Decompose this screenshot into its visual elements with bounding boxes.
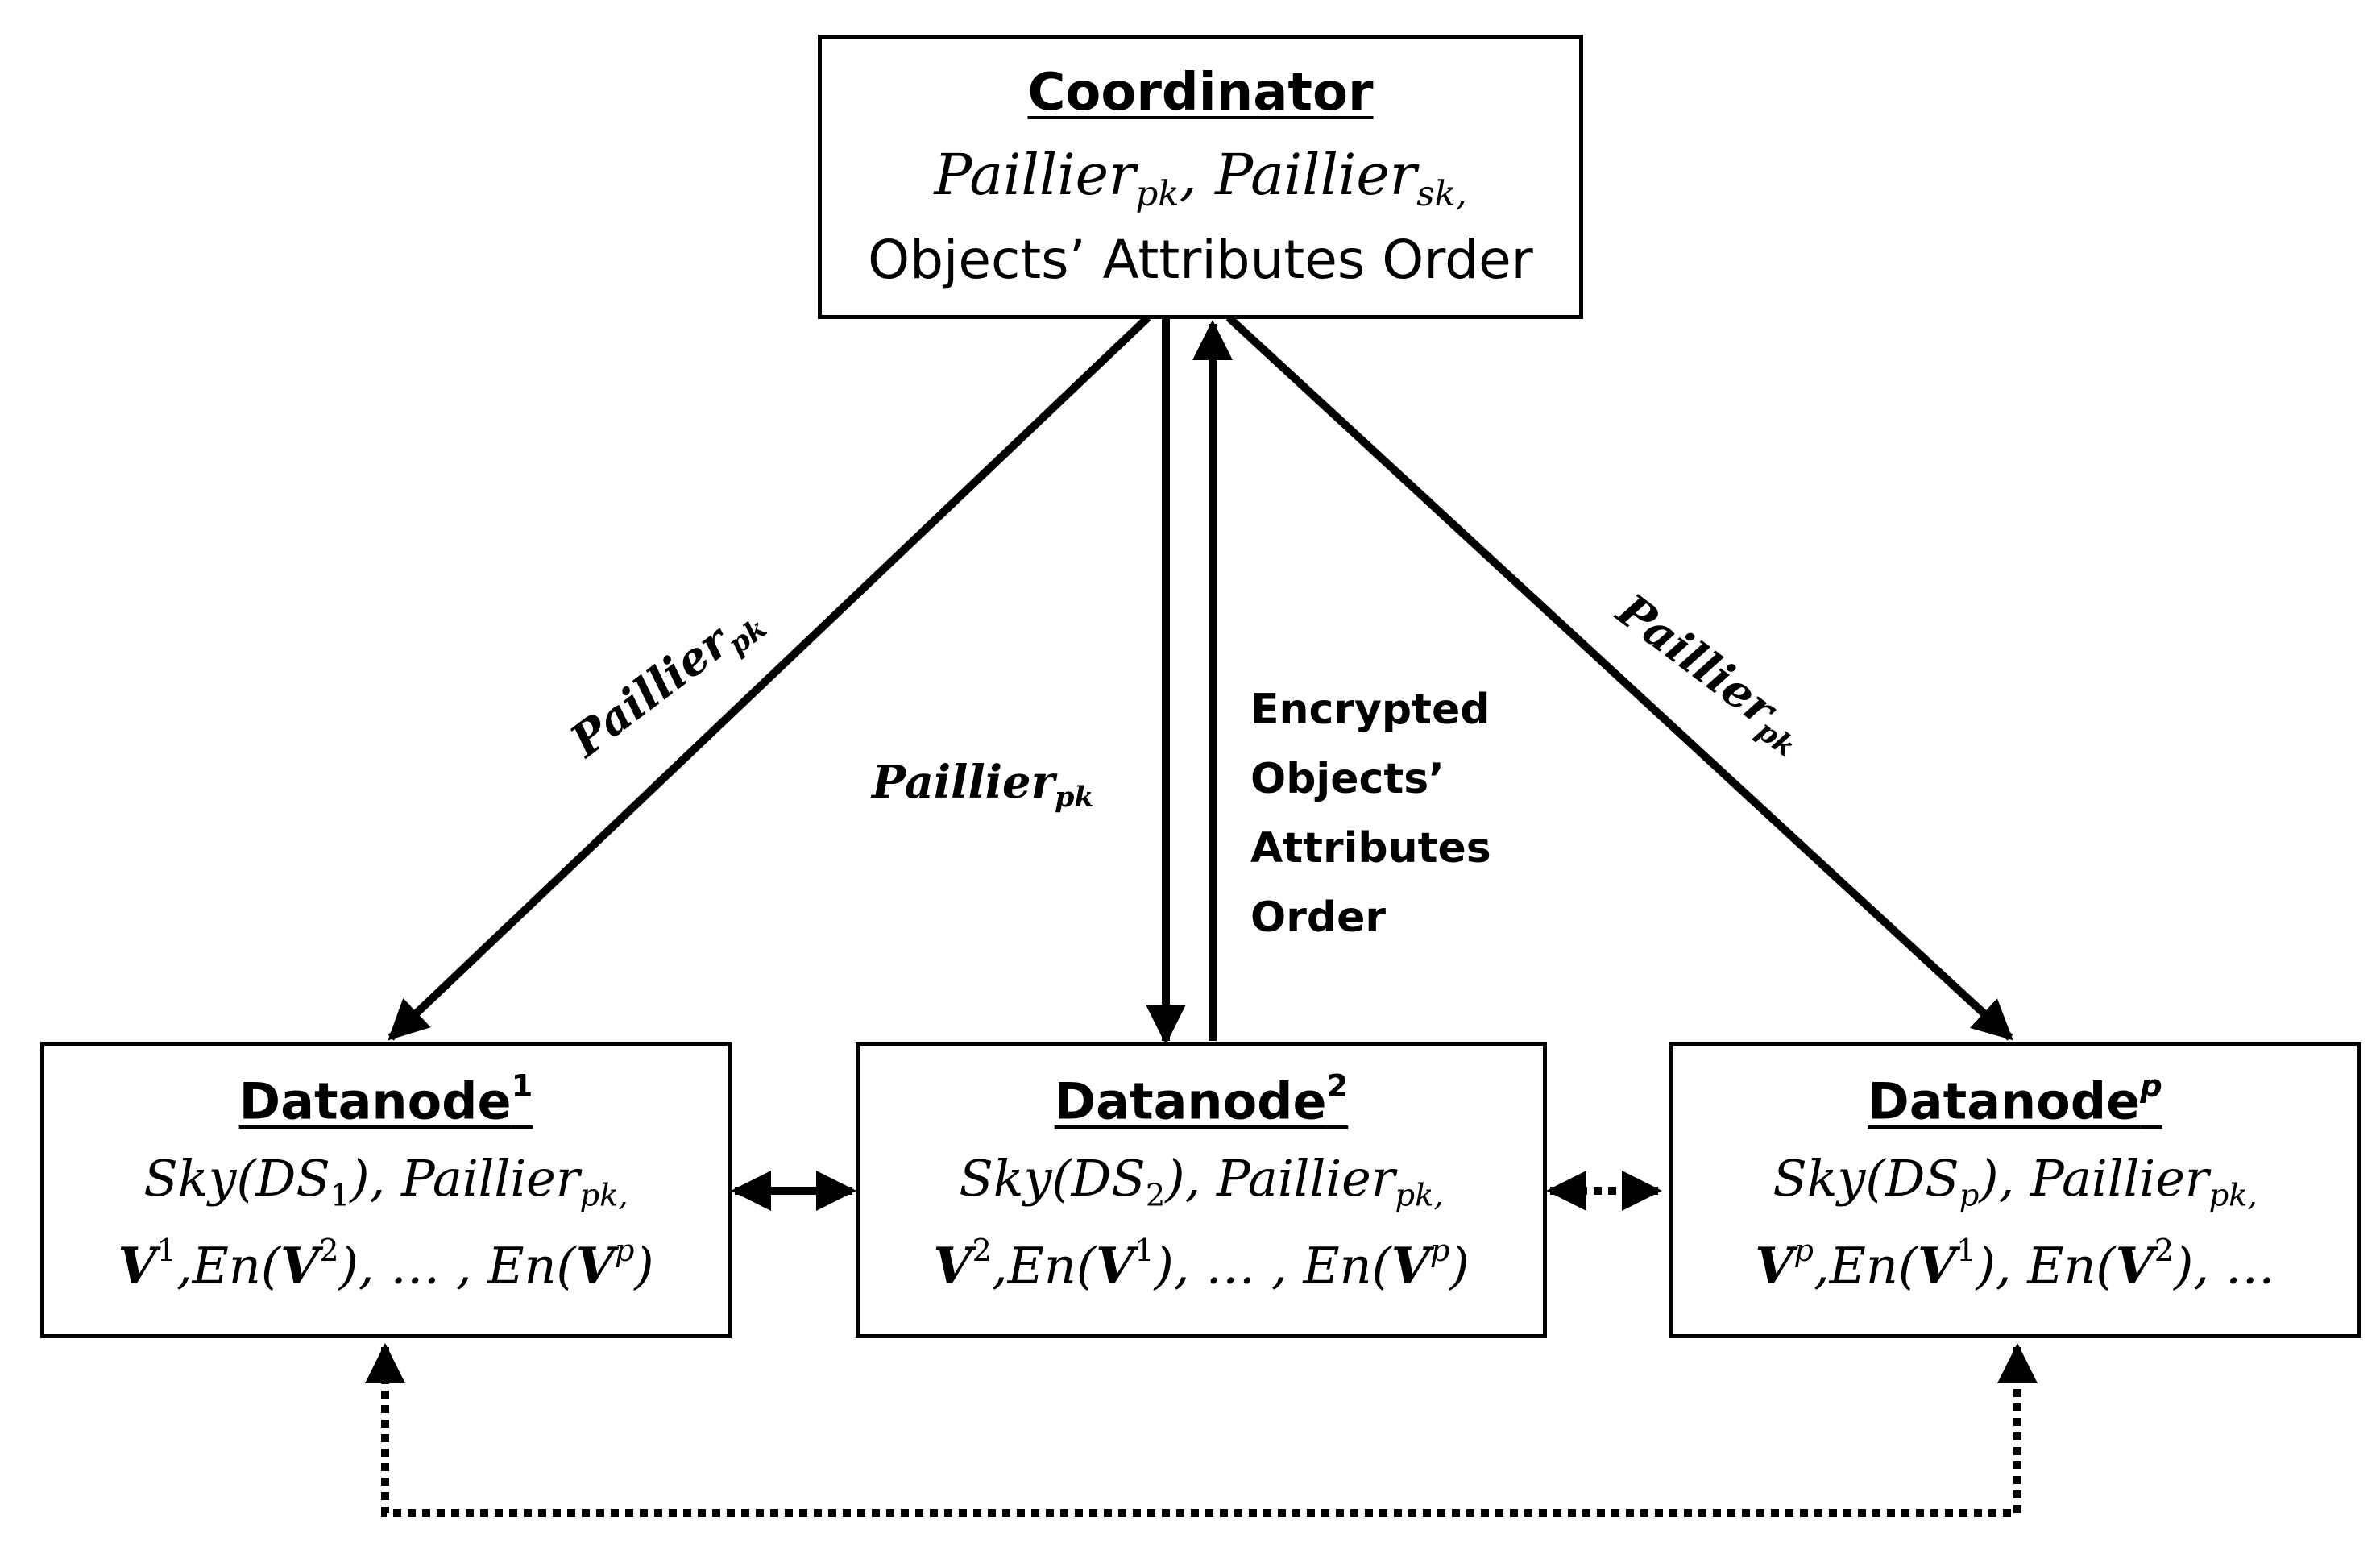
edge-label-encrypted-order: Encrypted Objects’ Attributes Order <box>1250 675 1491 952</box>
coordinator-keys: Paillierpk, Pailliersk, <box>822 142 1579 214</box>
datanodep-v-sup: p <box>1793 1233 1814 1269</box>
datanode1-title: Datanode1 <box>44 1068 728 1131</box>
arrow-coordinator-to-datanodep <box>1225 314 2013 1041</box>
datanodep-title-text: Datanode <box>1868 1072 2141 1131</box>
coordinator-sk: Paillier <box>1215 142 1417 208</box>
datanode1-pk: Paillier <box>400 1149 580 1208</box>
datanodep-pk: Paillier <box>2030 1149 2209 1208</box>
edge-label-center: Paillierpk <box>872 756 1093 814</box>
datanode1-en2-v: V <box>575 1236 615 1295</box>
datanode2-v: V <box>933 1236 972 1295</box>
datanode2-title: Datanode2 <box>860 1068 1543 1131</box>
datanode1-en1: ,En( <box>176 1236 281 1295</box>
datanode1-en1-sup: 2 <box>319 1233 339 1269</box>
datanodep-en1: ,En( <box>1813 1236 1918 1295</box>
datanode1-sky-sub: 1 <box>330 1177 350 1214</box>
datanodep-en2-v: V <box>2115 1236 2154 1295</box>
edge-label-center-sub: pk <box>1055 781 1094 815</box>
coordinator-sk-sub: sk, <box>1416 173 1467 214</box>
datanodep-sky-sub: p <box>1959 1177 1980 1214</box>
datanode2-sky: Sky(DS <box>959 1149 1146 1208</box>
datanodep-box: Datanodep Sky(DSp), Paillierpk, Vp,En(V1… <box>1669 1042 2361 1338</box>
datanode2-en1-v: V <box>1096 1236 1135 1295</box>
datanode1-en2-sup: p <box>614 1233 635 1269</box>
datanodep-vector-line: Vp,En(V1), En(V2), … <box>1673 1233 2357 1295</box>
encrypted-line-1: Encrypted <box>1250 686 1491 734</box>
coordinator-box: Coordinator Paillierpk, Pailliersk, Obje… <box>818 35 1583 319</box>
datanode2-title-text: Datanode <box>1054 1072 1327 1131</box>
datanodep-en1-close: ), En( <box>1976 1236 2116 1295</box>
datanodep-sky-suffix: ), <box>1979 1149 2031 1208</box>
datanode2-pk: Paillier <box>1216 1149 1395 1208</box>
coordinator-sep: , <box>1179 142 1216 208</box>
coordinator-pk-sub: pk <box>1135 173 1180 214</box>
encrypted-line-2: Objects’ <box>1250 755 1445 803</box>
datanode1-vector-line: V1,En(V2), … , En(Vp) <box>44 1233 728 1295</box>
datanodep-v: V <box>1755 1236 1794 1295</box>
datanode1-sky: Sky(DS <box>143 1149 330 1208</box>
datanodep-sky-line: Sky(DSp), Paillierpk, <box>1673 1149 2357 1213</box>
datanodep-en1-sup: 1 <box>1956 1233 1976 1269</box>
datanodep-title: Datanodep <box>1673 1068 2357 1131</box>
datanodep-en2-close: ), … <box>2174 1236 2275 1295</box>
coordinator-pk: Paillier <box>934 142 1136 208</box>
arrow-datanode1-datanodep-dotted <box>365 1343 2038 1517</box>
datanode2-sky-suffix: ), <box>1165 1149 1217 1208</box>
datanode1-title-sup: 1 <box>511 1068 533 1105</box>
edge-label-center-text: Paillier <box>872 756 1055 809</box>
datanodep-pk-sub: pk, <box>2208 1177 2258 1214</box>
datanode1-sky-suffix: ), <box>350 1149 401 1208</box>
coordinator-order: Objects’ Attributes Order <box>868 229 1533 291</box>
datanode1-en1-close: ), … , En( <box>338 1236 576 1295</box>
encrypted-line-4: Order <box>1250 893 1386 942</box>
datanode1-v-sup: 1 <box>156 1233 176 1269</box>
datanode2-en1: ,En( <box>991 1236 1097 1295</box>
datanode2-v-sup: 2 <box>972 1233 992 1269</box>
datanode2-en2-sup: p <box>1429 1233 1450 1269</box>
datanode2-en1-close: ), … , En( <box>1154 1236 1391 1295</box>
datanodep-en2-sup: 2 <box>2154 1233 2175 1269</box>
datanode2-en2-v: V <box>1391 1236 1430 1295</box>
datanode2-pk-sub: pk, <box>1395 1177 1444 1214</box>
datanode1-box: Datanode1 Sky(DS1), Paillierpk, V1,En(V2… <box>40 1042 732 1338</box>
coordinator-title-text: Coordinator <box>1027 63 1374 122</box>
coordinator-title: Coordinator <box>822 63 1579 122</box>
datanode2-sky-line: Sky(DS2), Paillierpk, <box>860 1149 1543 1213</box>
datanodep-en1-v: V <box>1918 1236 1957 1295</box>
datanode2-title-sup: 2 <box>1326 1068 1349 1105</box>
arrow-coordinator-to-datanode1 <box>388 314 1151 1041</box>
datanode2-sky-sub: 2 <box>1145 1177 1166 1214</box>
datanode2-en2-close: ) <box>1449 1236 1470 1295</box>
datanodep-title-sup: p <box>2140 1068 2162 1105</box>
datanode2-box: Datanode2 Sky(DS2), Paillierpk, V2,En(V1… <box>856 1042 1547 1338</box>
datanode1-en1-v: V <box>280 1236 320 1295</box>
datanodep-sky: Sky(DS <box>1773 1149 1959 1208</box>
datanode1-en2-close: ) <box>634 1236 654 1295</box>
datanode1-pk-sub: pk, <box>579 1177 628 1214</box>
datanode1-v: V <box>118 1236 157 1295</box>
encrypted-line-3: Attributes <box>1250 824 1491 873</box>
datanode2-en1-sup: 1 <box>1134 1233 1155 1269</box>
datanode1-sky-line: Sky(DS1), Paillierpk, <box>44 1149 728 1213</box>
datanode1-title-text: Datanode <box>238 1072 512 1131</box>
datanode2-vector-line: V2,En(V1), … , En(Vp) <box>860 1233 1543 1295</box>
